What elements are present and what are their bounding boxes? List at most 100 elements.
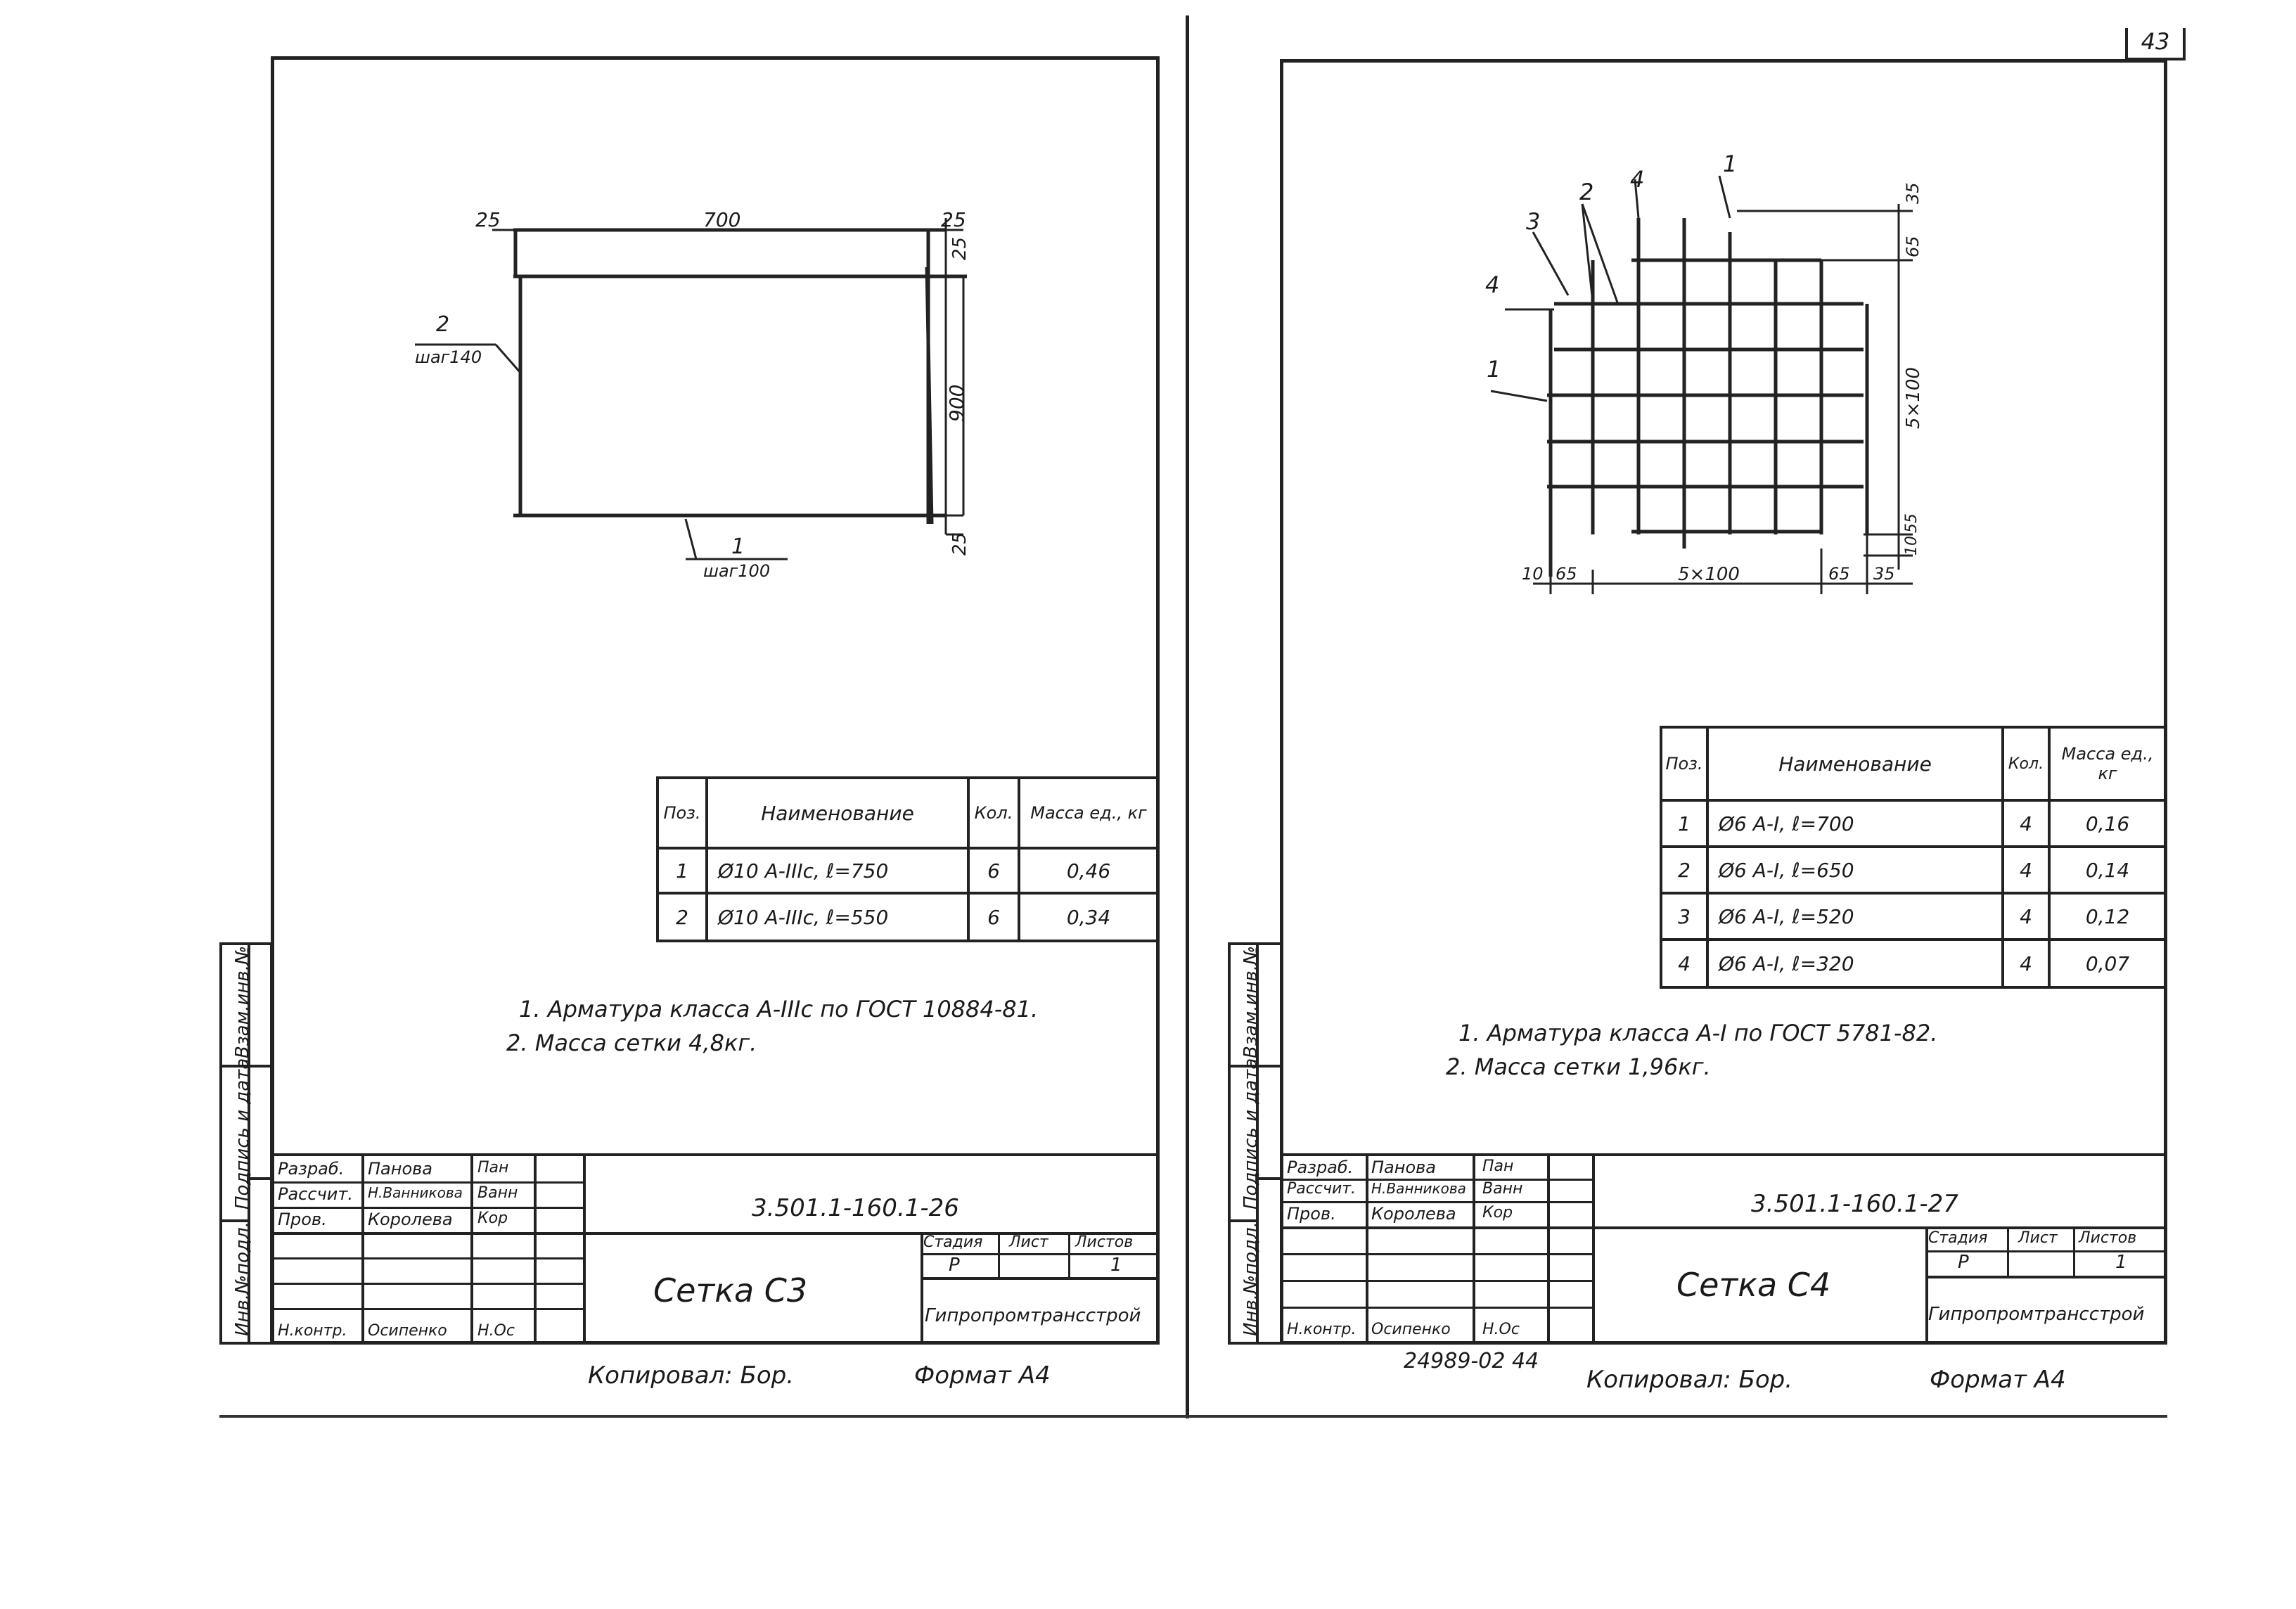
right-title-block: Разраб. Рассчит. Пров. Н.контр. Панова Н…	[1280, 1153, 2167, 1345]
left-copied-by: Копировал: Бор.	[588, 1361, 795, 1390]
left-tb-name-2: Н.Ванникова	[368, 1184, 463, 1201]
left-tb-sign-2: Ванн	[477, 1184, 518, 1202]
left-spec-row1-pos: 1	[659, 850, 708, 895]
right-tb-sheets-label: Листов	[2079, 1229, 2137, 1247]
right-dim-35-right: 35	[1873, 564, 1895, 584]
right-spec-table: Поз. Наименование Кол. Масса ед., кг 1 Ø…	[1660, 726, 2167, 989]
right-tb-name-3: Королева	[1371, 1204, 1456, 1224]
right-spec-header-name: Наименование	[1709, 729, 2004, 802]
right-spec-row3-mass: 0,12	[2051, 895, 2164, 941]
left-side-strip	[219, 942, 273, 1345]
right-spec-header-mass: Масса ед., кг	[2051, 729, 2164, 802]
right-label-pos3: 3	[1526, 208, 1541, 235]
right-spec-header-pos: Поз.	[1662, 729, 1709, 802]
left-note-1: 1. Арматура класса А-IIIс по ГОСТ 10884-…	[519, 996, 1039, 1023]
right-tb-stage-label: Стадия	[1928, 1229, 1988, 1247]
right-tb-sign-1: Пан	[1482, 1158, 1514, 1175]
right-dim-10-left: 10	[1522, 564, 1544, 584]
left-spec-row1-qty: 6	[970, 850, 1020, 895]
right-spec-row1-name: Ø6 А-I, ℓ=700	[1709, 802, 2004, 848]
left-tb-doc-code: 3.501.1-160.1-26	[752, 1194, 959, 1222]
left-title-block: Разраб. Рассчит. Пров. Н.контр. Панова Н…	[271, 1153, 1160, 1345]
right-tb-org: Гипропромтрансстрой	[1928, 1304, 2145, 1325]
left-spec-header-name: Наименование	[708, 779, 970, 850]
right-dim-65-left: 65	[1556, 564, 1577, 584]
left-tb-title: Сетка С3	[653, 1271, 808, 1309]
right-spec-row1-qty: 4	[2004, 802, 2051, 848]
right-spec-header-qty: Кол.	[2004, 729, 2051, 802]
left-pos2-label: 2	[436, 312, 450, 337]
right-tb-role-1: Разраб.	[1287, 1158, 1354, 1177]
right-tb-sheet-label: Лист	[2018, 1229, 2058, 1247]
left-tb-role-7: Н.контр.	[278, 1322, 347, 1340]
right-spec-row2-pos: 2	[1662, 848, 1709, 895]
right-spec-row3-name: Ø6 А-I, ℓ=520	[1709, 895, 2004, 941]
right-spec-row2-qty: 4	[2004, 848, 2051, 895]
left-tb-sign-1: Пан	[477, 1159, 509, 1177]
right-dim-10-bottom: 10	[1903, 536, 1920, 556]
left-tb-role-1: Разраб.	[278, 1159, 345, 1179]
left-spec-header-qty: Кол.	[970, 779, 1020, 850]
right-tb-name-2: Н.Ванникова	[1371, 1180, 1466, 1197]
right-tb-sign-3: Кор	[1482, 1204, 1513, 1222]
left-spec-row2-name: Ø10 А-IIIс, ℓ=550	[708, 895, 970, 940]
right-side-strip	[1228, 942, 1283, 1345]
bottom-rule-line	[219, 1415, 2167, 1418]
right-dim-55-bottom: 55	[1903, 513, 1920, 533]
right-spec-row2-name: Ø6 А-I, ℓ=650	[1709, 848, 2004, 895]
right-tb-role-2: Рассчит.	[1287, 1180, 1357, 1198]
right-dim-vertical: 5×100	[1903, 367, 1924, 429]
left-tb-role-3: Пров.	[278, 1210, 327, 1229]
left-spec-row2-pos: 2	[659, 895, 708, 940]
left-spec-row1-name: Ø10 А-IIIс, ℓ=750	[708, 850, 970, 895]
left-spec-header-pos: Поз.	[659, 779, 708, 850]
right-label-pos4-left: 4	[1485, 271, 1500, 298]
page-number: 43	[2141, 28, 2170, 55]
right-dim-65-top: 65	[1903, 236, 1923, 257]
left-spec-header-mass: Масса ед., кг	[1020, 779, 1157, 850]
left-tb-name-7: Осипенко	[368, 1322, 447, 1340]
left-spec-row2-qty: 6	[970, 895, 1020, 940]
left-tb-org: Гипропромтрансстрой	[925, 1305, 1141, 1326]
left-pos2-step: шаг140	[415, 347, 482, 367]
left-spec-row1-mass: 0,46	[1020, 850, 1157, 895]
left-tb-stage-label: Стадия	[923, 1233, 983, 1251]
left-tb-sign-7: Н.Ос	[477, 1322, 515, 1340]
right-dim-horizontal: 5×100	[1678, 564, 1740, 585]
right-tb-role-7: Н.контр.	[1287, 1321, 1357, 1338]
right-note-1: 1. Арматура класса А-I по ГОСТ 5781-82.	[1458, 1020, 1938, 1046]
right-tb-role-3: Пров.	[1287, 1204, 1336, 1224]
left-tb-role-2: Рассчит.	[278, 1184, 353, 1204]
left-dim-25-right: 25	[941, 208, 966, 231]
right-tb-sheets-value: 1	[2115, 1252, 2127, 1273]
right-label-pos2: 2	[1579, 179, 1594, 205]
right-spec-row3-pos: 3	[1662, 895, 1709, 941]
right-spec-row3-qty: 4	[2004, 895, 2051, 941]
right-tb-doc-code: 3.501.1-160.1-27	[1751, 1190, 1958, 1218]
right-tb-name-1: Панова	[1371, 1158, 1436, 1177]
left-pos1-label: 1	[731, 534, 745, 559]
center-fold-line	[1186, 15, 1189, 1418]
right-format: Формат А4	[1930, 1366, 2066, 1394]
right-tb-stage-value: Р	[1958, 1252, 1969, 1273]
left-dim-lines	[415, 218, 965, 560]
left-format: Формат А4	[914, 1361, 1051, 1390]
right-tb-sign-2: Ванн	[1482, 1180, 1523, 1198]
right-spec-row4-qty: 4	[2004, 941, 2051, 986]
right-spec-row1-mass: 0,16	[2051, 802, 2164, 848]
right-spec-row4-name: Ø6 А-I, ℓ=320	[1709, 941, 2004, 986]
left-pos1-step: шаг100	[703, 561, 771, 581]
right-copied-by: Копировал: Бор.	[1586, 1366, 1793, 1394]
right-tb-sign-7: Н.Ос	[1482, 1321, 1520, 1338]
left-tb-sheet-label: Лист	[1009, 1233, 1048, 1251]
right-dim-35-top: 35	[1903, 182, 1923, 204]
right-label-pos4-top: 4	[1630, 166, 1645, 193]
left-dim-700: 700	[703, 208, 741, 231]
left-tb-sign-3: Кор	[477, 1210, 508, 1227]
left-spec-table: Поз. Наименование Кол. Масса ед., кг 1 Ø…	[656, 776, 1160, 942]
left-tb-name-1: Панова	[368, 1159, 432, 1179]
right-mesh-bars	[1547, 218, 1869, 577]
right-tb-name-7: Осипенко	[1371, 1321, 1451, 1338]
